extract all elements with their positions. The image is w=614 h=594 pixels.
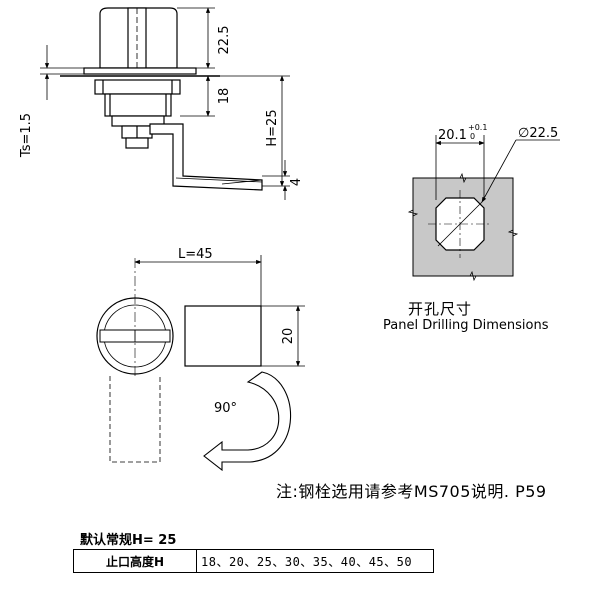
dim-22-5-label: 22.5 xyxy=(217,26,232,55)
drill-width-label: 20.1 xyxy=(438,128,467,143)
drill-diameter-label: ∅22.5 xyxy=(518,126,558,141)
drill-caption-cn: 开孔尺寸 xyxy=(408,300,473,318)
swing-path xyxy=(109,376,161,463)
drill-tol-upper: +0.1 xyxy=(468,123,487,132)
flange xyxy=(83,67,197,75)
cam-arm xyxy=(149,123,263,191)
drill-tol-lower: 0 xyxy=(470,132,475,141)
panel-drilling-view xyxy=(407,135,560,282)
panel-drilling-labels: 20.1 +0.1 0 ∅22.5 xyxy=(438,123,558,143)
dim-h-label: H=25 xyxy=(265,109,280,146)
top-view-labels: L=45 20 90° xyxy=(178,247,296,416)
drill-caption-en: Panel Drilling Dimensions xyxy=(383,318,549,333)
height-table-label: 止口高度H xyxy=(73,549,197,573)
height-table-values: 18、20、25、30、35、40、45、50 xyxy=(196,549,434,573)
side-view-labels: Ts=1.5 22.5 18 H=25 4 xyxy=(19,26,304,187)
dim-20-label: 20 xyxy=(281,328,296,345)
table-row: 止口高度H 18、20、25、30、35、40、45、50 xyxy=(73,549,434,573)
dim-18-label: 18 xyxy=(217,88,232,105)
dim-4-label: 4 xyxy=(289,178,304,186)
cam-body xyxy=(184,305,262,367)
dim-ts-label: Ts=1.5 xyxy=(19,113,34,158)
rotation-label: 90° xyxy=(214,401,237,416)
height-table: 止口高度H 18、20、25、30、35、40、45、50 xyxy=(73,549,434,573)
rotation-arrow xyxy=(203,371,292,472)
lock-nut xyxy=(94,79,181,95)
side-view xyxy=(40,7,290,200)
default-height: 默认常规H= 25 xyxy=(80,533,177,548)
dim-l-label: L=45 xyxy=(178,247,213,262)
reference-note: 注:钢栓选用请参考MS705说明. P59 xyxy=(276,482,547,501)
top-view xyxy=(96,255,305,472)
